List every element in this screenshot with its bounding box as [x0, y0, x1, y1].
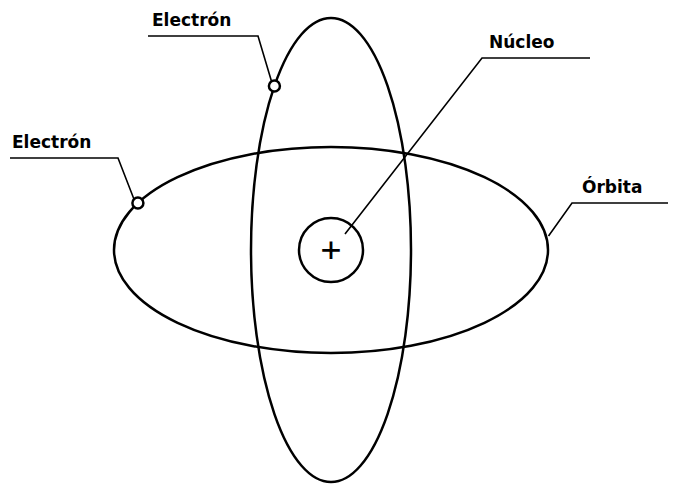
leader-line — [345, 58, 590, 234]
electron-dot — [269, 81, 280, 92]
orbit-vertical — [251, 18, 411, 482]
nucleus-circle — [299, 218, 363, 282]
part-label: Electrón — [12, 134, 91, 151]
charge-sign: + — [321, 232, 341, 266]
leader-line — [549, 203, 668, 236]
part-label: Electrón — [152, 12, 231, 29]
part-label: Órbita — [582, 179, 642, 196]
electron-dot — [132, 198, 143, 209]
leader-line — [10, 158, 134, 199]
orbit-horizontal — [114, 147, 548, 353]
part-label: Núcleo — [489, 34, 554, 51]
leader-line — [148, 36, 271, 81]
